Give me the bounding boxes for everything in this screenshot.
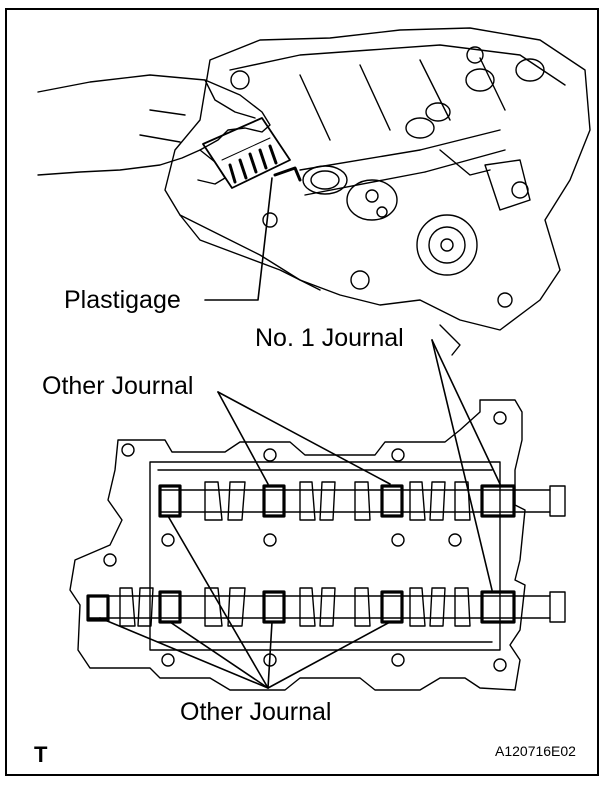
journal-lower-2 (380, 590, 404, 624)
plastigage-label: Plastigage (64, 286, 181, 314)
camshaft-upper (159, 481, 566, 521)
journal-upper-2 (380, 484, 404, 518)
journals (86, 484, 516, 624)
no1-journal-label: No. 1 Journal (255, 324, 404, 352)
journal-lower-5 (86, 594, 110, 622)
plastigage-strip (202, 117, 302, 189)
journal-upper-1 (480, 484, 516, 518)
other-journal-top-label: Other Journal (42, 372, 194, 400)
corner-mark: T (34, 742, 48, 767)
camshaft-lower (87, 587, 566, 627)
journal-upper-3 (262, 484, 286, 518)
other-journal-bottom-label: Other Journal (180, 698, 332, 726)
figure-code: A120716E02 (495, 743, 576, 759)
journal-lower-1 (480, 590, 516, 624)
journal-lower-3 (262, 590, 286, 624)
leader-lines (99, 177, 501, 689)
hand-illustration (37, 74, 271, 185)
journal-upper-4 (158, 484, 182, 518)
cylinder-head-top-view (164, 27, 591, 356)
